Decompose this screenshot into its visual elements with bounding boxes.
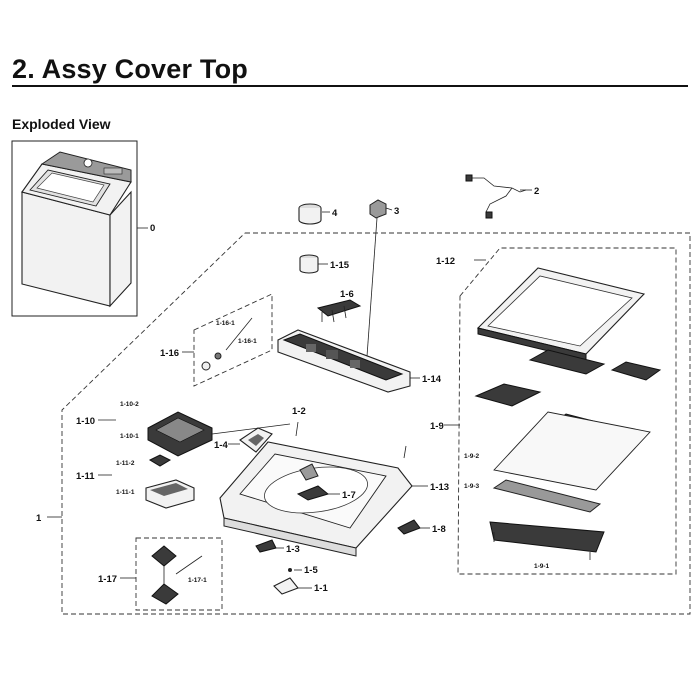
part-label: 1-8	[432, 524, 446, 535]
pressure-cup-part	[299, 254, 319, 274]
leader-lines	[98, 189, 532, 589]
part-label: 1-16-1	[216, 320, 235, 327]
part-label: 1-3	[286, 544, 300, 555]
part-label: 1-13	[430, 482, 449, 493]
part-label: 1-9-2	[464, 453, 480, 460]
part-label: 1-9-3	[464, 483, 480, 490]
part-label: 1-5	[304, 565, 318, 576]
page-title: 2. Assy Cover Top	[12, 54, 248, 84]
part-label: 1-10-2	[120, 401, 139, 408]
part-label: 1-17-1	[188, 577, 207, 584]
title-underline	[12, 85, 688, 87]
part-label: 1-11	[76, 471, 95, 482]
section-subtitle: Exploded View	[12, 116, 111, 132]
part-label: 1-6	[340, 289, 354, 300]
washer-overview	[11, 140, 138, 317]
connector-row-part	[316, 299, 362, 323]
part-label: 1-2	[292, 406, 306, 417]
part-label: 1-17	[98, 574, 117, 585]
part-label: 1-9	[430, 421, 444, 432]
cap-part	[298, 203, 322, 225]
part-label: 1-10	[76, 416, 95, 427]
part-label: 1-10-1	[120, 433, 139, 440]
part-label: 1-4	[214, 440, 228, 451]
dispenser-parts	[145, 454, 195, 509]
part-label: 1-16-1	[238, 338, 257, 345]
lid-hinge-group	[135, 537, 223, 611]
part-label: 1-11-1	[116, 489, 135, 496]
part-label: 4	[332, 208, 338, 219]
part-label: 1-15	[330, 260, 350, 271]
part-label: 1-11-2	[116, 460, 135, 467]
part-label: 2	[534, 186, 539, 197]
detergent-drawer-part	[147, 411, 291, 457]
part-label: 1-1	[314, 583, 328, 594]
control-panel-part	[277, 329, 411, 393]
part-label: 1-14	[422, 374, 442, 385]
part-label: 1-16	[160, 348, 179, 359]
part-label: 1-9-1	[534, 563, 550, 570]
knob-part	[239, 427, 273, 453]
assembly-boundary	[61, 232, 691, 615]
part-label: 1-12	[436, 256, 455, 267]
part-label: 0	[150, 223, 155, 234]
wire-harness	[465, 174, 527, 219]
part-label: 1	[36, 513, 42, 524]
part-label: 1-7	[342, 490, 356, 501]
top-frame-part	[219, 441, 413, 557]
part-label: 3	[394, 206, 399, 217]
lid-assembly-group	[457, 247, 677, 575]
valve-group	[193, 293, 273, 387]
